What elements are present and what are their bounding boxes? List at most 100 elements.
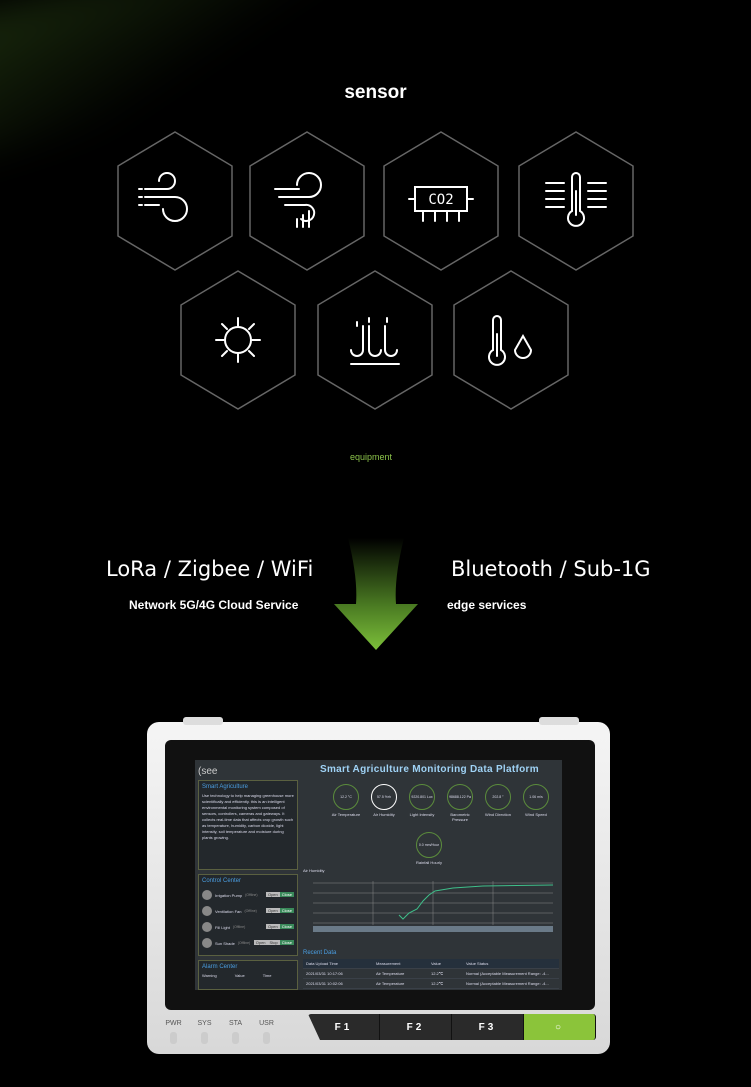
device-icon xyxy=(202,938,212,948)
power-button[interactable]: ○ xyxy=(524,1014,596,1040)
left-protocols: LoRa / Zigbee / WiFi xyxy=(106,557,314,581)
intro-panel: Smart Agriculture Use technology to help… xyxy=(198,780,298,870)
function-key-f2[interactable]: F2 xyxy=(380,1014,452,1040)
down-arrow-icon xyxy=(334,538,418,650)
device-icon xyxy=(202,906,212,916)
gauge-value: 57.5 %rh xyxy=(371,784,397,810)
gauge-label: Air Temperature xyxy=(331,812,361,817)
gauge[interactable]: 202.8 ° Wind Direction xyxy=(482,784,514,822)
device-tab xyxy=(183,717,223,725)
led-indicator xyxy=(170,1032,177,1044)
svg-text:CO2: CO2 xyxy=(428,192,453,208)
wind-speed-icon xyxy=(274,172,322,228)
humidity-chart: Air Humidity xyxy=(303,868,559,938)
gauge-value: 1.06 m/s xyxy=(523,784,549,810)
device-tab xyxy=(539,717,579,725)
gauge-label: Wind Speed xyxy=(525,812,547,817)
chart-title: Air Humidity xyxy=(303,868,325,873)
led-indicator xyxy=(232,1032,239,1044)
control-open-button[interactable]: Open xyxy=(253,940,268,945)
control-state: (Offline) xyxy=(245,893,258,897)
control-name: Ventilation Fan xyxy=(215,908,242,914)
control-name: Irrigation Pump xyxy=(215,892,243,898)
gauge-label: Barometric Pressure xyxy=(450,812,470,822)
led-usr: USR xyxy=(258,1020,275,1044)
thermometer-icon xyxy=(545,172,607,227)
alarm-col: Value xyxy=(234,973,245,978)
wind-icon xyxy=(138,172,188,222)
temperature-humidity-icon xyxy=(488,315,533,366)
sensor-hex-co2-icon: CO2 xyxy=(383,131,499,271)
intro-text: Use technology to help managing greenhou… xyxy=(202,793,294,840)
control-open-button[interactable]: Open xyxy=(265,908,280,913)
right-protocols: Bluetooth / Sub-1G xyxy=(451,557,651,581)
sensor-hex-temperature-humidity-icon xyxy=(453,270,569,410)
gauge-value: 12.2 °C xyxy=(333,784,359,810)
control-name: Sun Shade xyxy=(215,940,235,946)
gauge[interactable]: 98688.122 Pa Barometric Pressure xyxy=(444,784,476,822)
function-key-f3[interactable]: F3 xyxy=(452,1014,524,1040)
dashboard-title: Smart Agriculture Monitoring Data Platfo… xyxy=(320,764,539,775)
led-pwr: PWR xyxy=(165,1020,182,1044)
recent-heading: Recent Data xyxy=(303,950,337,956)
sensor-hex-wind-icon xyxy=(117,131,233,271)
control-open-button[interactable]: Open xyxy=(265,892,280,897)
soil-sensor-icon xyxy=(350,317,400,365)
control-open-button[interactable]: Open xyxy=(265,924,280,929)
alarm-panel: Alarm Center Warning Value Time xyxy=(198,960,298,990)
control-close-button[interactable]: Close xyxy=(279,892,294,897)
section-title: sensor xyxy=(344,82,407,103)
sensor-hex-thermometer-icon xyxy=(518,131,634,271)
right-services: edge services xyxy=(447,598,527,612)
led-sys: SYS xyxy=(196,1020,213,1044)
control-heading: Control Center xyxy=(202,878,242,884)
gauge-label: Wind Direction xyxy=(484,812,511,817)
control-close-button[interactable]: Close xyxy=(279,924,294,929)
gauge-label: Air Humidity xyxy=(373,812,395,817)
control-state: (Offline) xyxy=(237,941,251,945)
gauge[interactable]: 12.2 °C Air Temperature xyxy=(330,784,362,822)
control-state: (Offline) xyxy=(244,909,257,913)
alarm-col: Warning xyxy=(202,973,217,978)
co2-icon: CO2 xyxy=(408,186,474,222)
device-icon xyxy=(202,922,212,932)
gauge-value: 98688.122 Pa xyxy=(447,784,473,810)
equipment-label: equipment xyxy=(349,452,393,462)
device-icon xyxy=(202,890,212,900)
led-sta: STA xyxy=(227,1020,244,1044)
sensor-hex-soil-sensor-icon xyxy=(317,270,433,410)
gauge-value: 202.8 ° xyxy=(485,784,511,810)
gauge-rainfall[interactable]: 0.0 mm/Hour Rainfall Hourly xyxy=(413,832,445,865)
control-panel: Control Center Irrigation Pump(Offline)O… xyxy=(198,874,298,956)
screen-bezel: (see Smart Agriculture Monitoring Data P… xyxy=(165,740,595,1010)
logo: (see xyxy=(198,766,218,777)
control-close-button[interactable]: Close xyxy=(279,940,294,945)
control-state: (Offline) xyxy=(232,925,246,929)
gauge-value: 9220.801 Lux xyxy=(409,784,435,810)
left-services: Network 5G/4G Cloud Service xyxy=(129,598,299,612)
control-name: Fill Light xyxy=(215,924,230,930)
sun-icon xyxy=(215,317,261,363)
alarm-col: Time xyxy=(262,973,272,978)
dashboard-screen: (see Smart Agriculture Monitoring Data P… xyxy=(195,760,562,990)
device: (see Smart Agriculture Monitoring Data P… xyxy=(147,717,610,1054)
led-indicator xyxy=(263,1032,270,1044)
control-stop-button[interactable]: Stop xyxy=(267,940,280,945)
control-close-button[interactable]: Close xyxy=(279,908,294,913)
led-indicator xyxy=(201,1032,208,1044)
sensor-hex-sun-icon xyxy=(180,270,296,410)
sensor-hex-wind-speed-icon xyxy=(249,131,365,271)
intro-heading: Smart Agriculture xyxy=(202,784,249,790)
function-key-f1[interactable]: F1 xyxy=(308,1014,380,1040)
